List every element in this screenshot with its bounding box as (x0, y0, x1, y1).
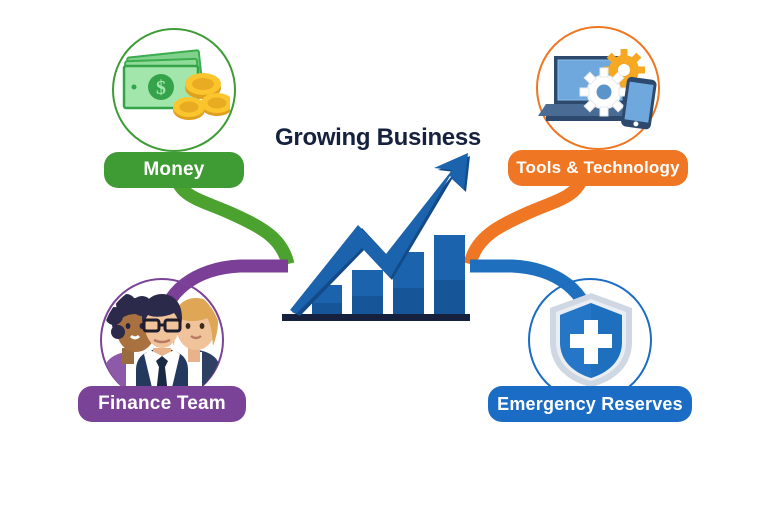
node-emergency-reserves[interactable]: Emergency Reserves (488, 278, 692, 422)
svg-text:$: $ (156, 77, 166, 99)
glasses-icon (144, 320, 180, 331)
node-reserves-label: Emergency Reserves (497, 393, 683, 414)
trend-arrow-shadow (292, 156, 470, 316)
coin-stack (173, 73, 230, 120)
node-finance-team[interactable]: Finance Team (78, 278, 246, 422)
smartphone-icon (621, 76, 657, 130)
shield-cross-icon (550, 293, 632, 387)
node-finance-badge[interactable]: Finance Team (78, 386, 246, 422)
white-gear-icon (579, 67, 629, 117)
node-money-label: Money (143, 159, 205, 180)
node-tools-label: Tools & Technology (516, 158, 680, 177)
person-center (136, 294, 188, 396)
node-money-badge[interactable]: Money (104, 152, 244, 188)
center-title: Growing Business (275, 124, 481, 151)
node-money[interactable]: $ Money (104, 28, 244, 188)
node-tools-technology[interactable]: Tools & Technology (508, 26, 688, 186)
node-finance-label: Finance Team (98, 393, 226, 414)
node-tools-ring (536, 26, 660, 150)
node-reserves-badge[interactable]: Emergency Reserves (488, 386, 692, 422)
node-tools-badge[interactable]: Tools & Technology (508, 150, 688, 186)
laptop-gear-smartphone-icon (538, 49, 657, 130)
money-cash-coins-icon: $ (122, 49, 230, 120)
trend-arrow (290, 153, 468, 314)
chart-baseline (282, 314, 470, 321)
node-money-ring (112, 28, 236, 152)
three-people-team-icon (98, 290, 226, 396)
